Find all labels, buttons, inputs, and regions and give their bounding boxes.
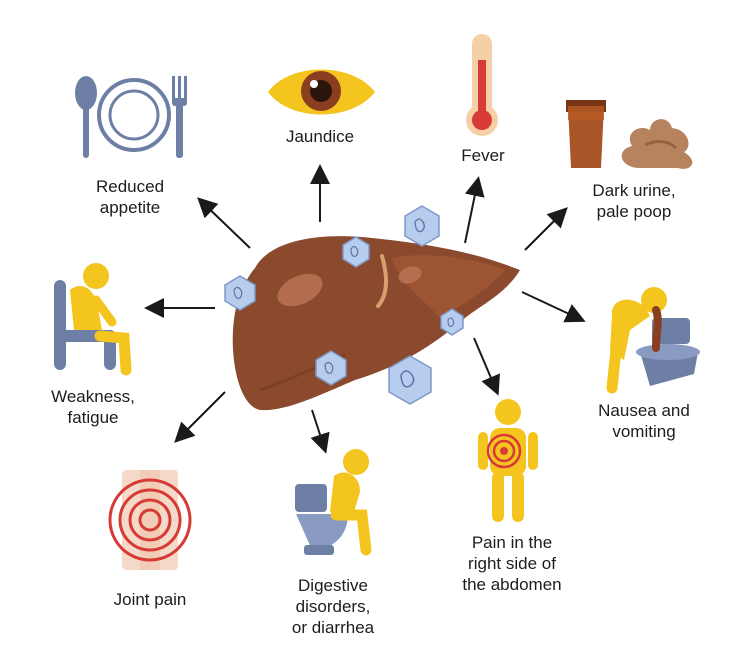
virus-particle [440, 308, 464, 336]
vomiting-person-icon [606, 287, 700, 394]
arrow-appetite [197, 197, 251, 249]
virus-particles [224, 205, 464, 405]
urine-glass-and-stool-icon [566, 100, 693, 169]
arrow-fever [464, 176, 485, 244]
virus-particle [342, 236, 370, 268]
label-dark-urine: Dark urine, pale poop [592, 181, 676, 221]
eye-icon [268, 69, 375, 115]
arrow-abdomen [473, 337, 500, 396]
label-weakness: Weakness, fatigue [51, 387, 135, 427]
abdomen-pain-icon [478, 399, 538, 522]
plate-and-cutlery-icon [75, 76, 187, 158]
label-fever: Fever [461, 146, 505, 165]
arrows [144, 164, 586, 454]
tired-person-icon [54, 263, 132, 376]
arrow-joint [174, 391, 226, 443]
virus-particle [224, 275, 256, 311]
arrow-digestive [310, 409, 330, 454]
thermometer-icon [466, 34, 498, 136]
person-on-toilet-icon [295, 449, 372, 556]
label-joint-pain: Joint pain [113, 590, 187, 609]
virus-particle [315, 350, 347, 386]
virus-particle [404, 205, 440, 247]
label-digestive: Digestive disorders, or diarrhea [291, 576, 375, 637]
arrow-dark-urine [524, 207, 568, 251]
label-nausea: Nausea and vomiting [598, 401, 690, 441]
liver [232, 236, 520, 411]
label-reduced-appetite: Reduced appetite [95, 177, 165, 217]
label-jaundice: Jaundice [285, 127, 355, 146]
arrow-nausea [521, 291, 586, 323]
knee-joint-icon [108, 470, 192, 570]
virus-particle [388, 355, 432, 405]
label-abdomen-pain: Pain in the right side of the abdomen [462, 533, 562, 594]
